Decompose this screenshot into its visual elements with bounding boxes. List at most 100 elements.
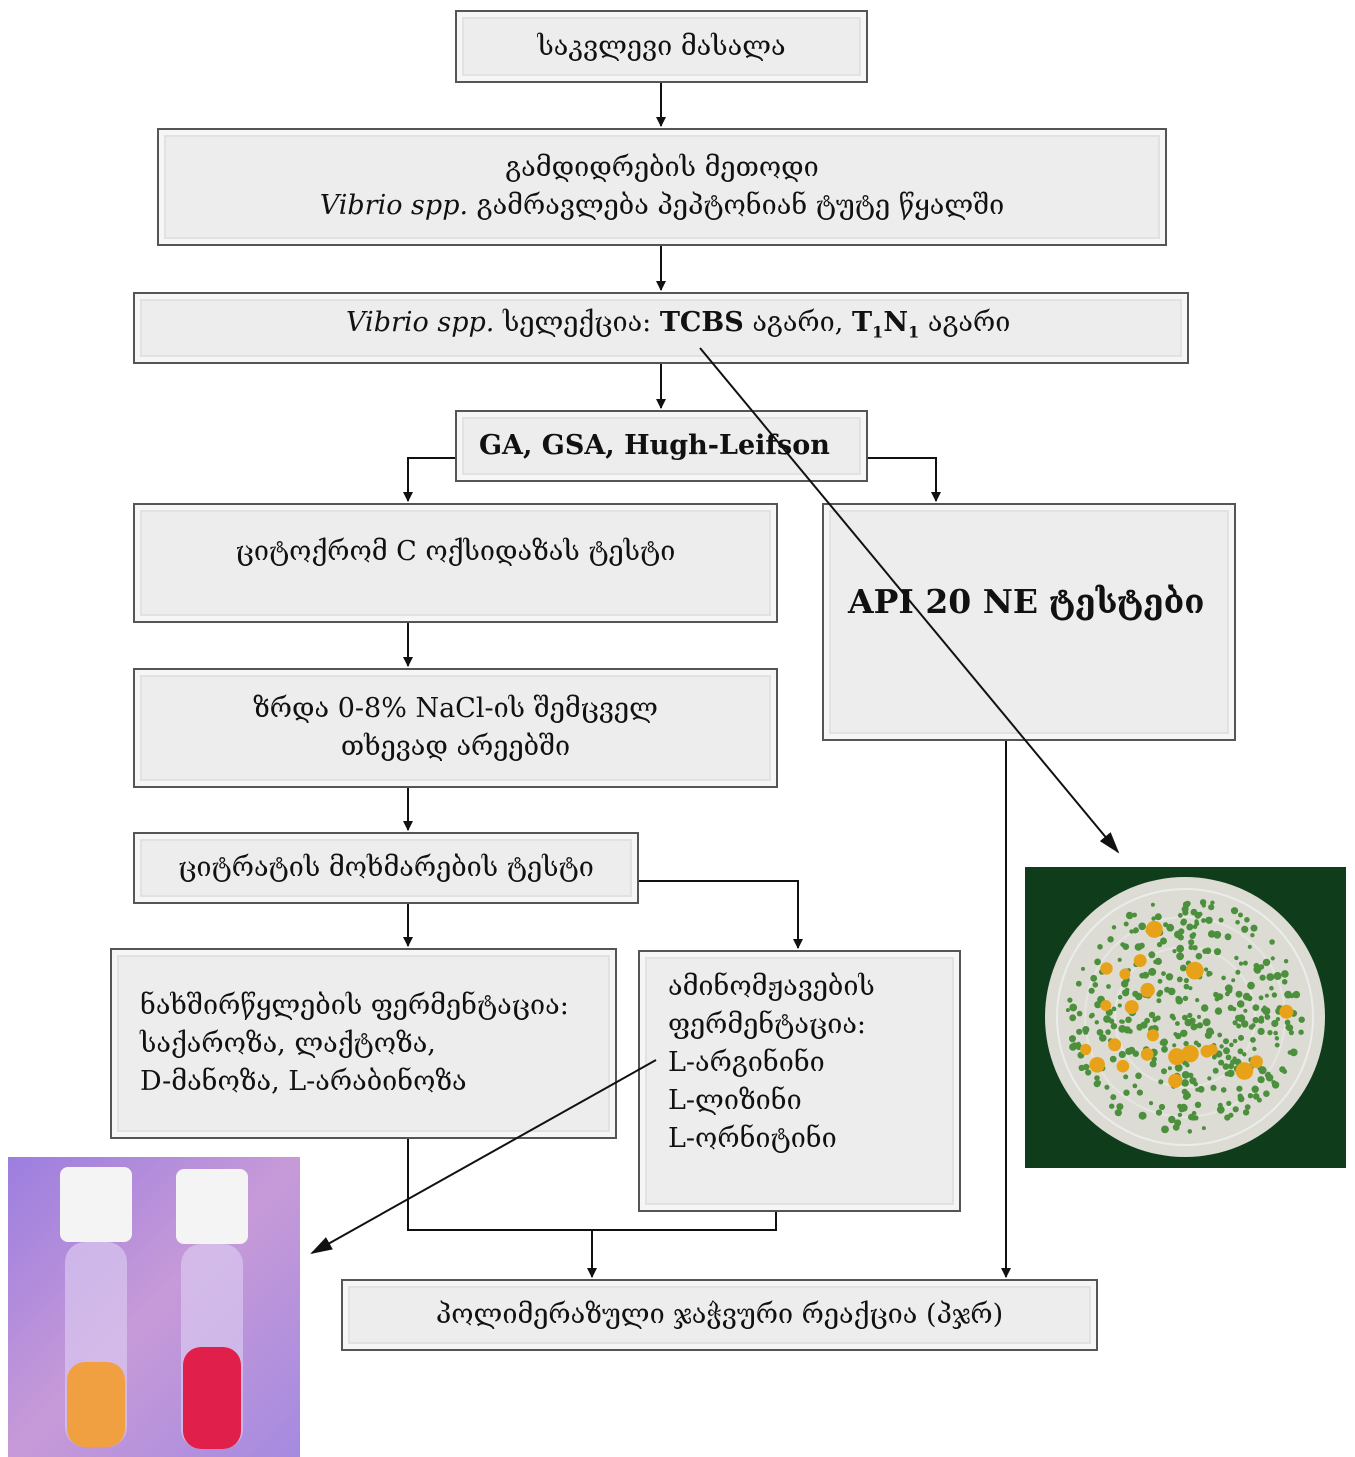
colony-green xyxy=(1204,967,1209,972)
colony-green xyxy=(1231,978,1236,983)
colony-green xyxy=(1210,900,1215,905)
colony-green xyxy=(1257,1027,1265,1035)
colony-green xyxy=(1189,933,1196,939)
colony-yellow xyxy=(1116,1059,1130,1073)
pointer-tcbs-plate xyxy=(699,347,1120,854)
colony-green xyxy=(1167,987,1176,996)
colony-green xyxy=(1298,1016,1305,1023)
colony-green xyxy=(1136,1089,1143,1096)
colony-green xyxy=(1121,980,1129,988)
colony-green xyxy=(1114,1109,1122,1117)
colony-green xyxy=(1288,1030,1294,1036)
colony-green xyxy=(1065,1008,1070,1013)
colony-yellow xyxy=(1108,1038,1122,1052)
colony-green xyxy=(1182,995,1189,1002)
colony-green xyxy=(1221,975,1226,981)
colony-green xyxy=(1138,922,1146,931)
colony-green xyxy=(1076,1010,1083,1017)
colony-yellow xyxy=(1168,1073,1183,1088)
colony-green xyxy=(1223,1038,1229,1045)
colony-green xyxy=(1173,1032,1178,1037)
colony-green xyxy=(1167,1066,1172,1071)
colony-green xyxy=(1175,1021,1180,1026)
colony-green xyxy=(1110,1023,1118,1030)
colony-green xyxy=(1223,1047,1230,1055)
box-carbohydrates: ნახშირწყლების ფერმენტაცია: საქაროზა, ლაქ… xyxy=(110,948,617,1139)
colony-green xyxy=(1212,1054,1217,1060)
colony-green xyxy=(1094,1075,1100,1081)
colony-green xyxy=(1271,1081,1280,1089)
colony-yellow xyxy=(1140,982,1155,998)
colony-green xyxy=(1225,1054,1232,1061)
colony-yellow xyxy=(1133,954,1147,968)
colony-green xyxy=(1232,1020,1238,1026)
colony-green xyxy=(1105,1029,1111,1035)
colony-green xyxy=(1204,947,1212,955)
colony-green xyxy=(1236,1023,1242,1029)
colony-green xyxy=(1117,1003,1122,1008)
colony-green xyxy=(1202,1018,1211,1027)
colony-yellow xyxy=(1100,962,1113,975)
colony-green xyxy=(1235,969,1241,975)
colony-green xyxy=(1161,971,1166,976)
colony-green xyxy=(1176,952,1184,961)
colony-green xyxy=(1290,994,1295,999)
colony-green xyxy=(1187,1129,1193,1134)
oxidase-label: ციტოქრომ C ოქსიდაზას ტესტი xyxy=(235,536,676,567)
colony-green xyxy=(1132,1050,1139,1057)
colony-green xyxy=(1262,1005,1267,1010)
aminoacids-line4: L-ლიზინი xyxy=(668,1085,802,1116)
colony-green xyxy=(1135,1072,1142,1080)
colony-green xyxy=(1267,1030,1273,1036)
colony-green xyxy=(1226,1100,1232,1106)
colony-green xyxy=(1242,1109,1250,1116)
colony-green xyxy=(1243,1008,1248,1013)
colony-green xyxy=(1265,1073,1274,1082)
colony-green xyxy=(1125,1016,1132,1024)
colony-green xyxy=(1189,1017,1196,1024)
colony-green xyxy=(1274,1036,1280,1041)
colony-green xyxy=(1107,936,1114,943)
colony-green xyxy=(1201,1126,1206,1131)
colony-green xyxy=(1081,966,1085,971)
colony-green xyxy=(1176,976,1183,983)
colony-green xyxy=(1075,980,1082,987)
colony-green xyxy=(1193,1081,1198,1087)
colony-green xyxy=(1188,1113,1195,1121)
colony-green xyxy=(1076,1028,1083,1035)
colony-green xyxy=(1208,971,1213,976)
colony-green xyxy=(1207,1076,1212,1081)
colony-green xyxy=(1197,1014,1201,1019)
colony-green xyxy=(1183,977,1189,984)
colony-green xyxy=(1154,913,1162,921)
colony-green xyxy=(1193,1115,1199,1121)
selection-label: სელექცია: xyxy=(494,307,660,339)
colony-green xyxy=(1287,1050,1293,1055)
colony-yellow xyxy=(1168,1048,1186,1066)
colony-green xyxy=(1241,1020,1249,1028)
colony-green xyxy=(1085,1069,1092,1076)
colony-green xyxy=(1184,1090,1190,1096)
colony-green xyxy=(1289,1048,1298,1057)
colony-green xyxy=(1247,1093,1254,1099)
arrow-media-api xyxy=(868,457,941,502)
colony-green xyxy=(1252,1093,1260,1100)
colony-green xyxy=(1251,1085,1259,1093)
colony-green xyxy=(1207,930,1216,938)
enrichment-line2: Vibrio spp. გამრავლება პეპტონიან ტუტე წყ… xyxy=(320,187,1005,225)
colony-green xyxy=(1109,1055,1117,1063)
colony-green xyxy=(1192,924,1198,929)
box-growth: ზრდა 0-8% NaCl-ის შემცველ თხევად არეებში xyxy=(133,668,778,788)
colony-green xyxy=(1241,925,1249,933)
colony-green xyxy=(1253,966,1262,974)
colony-yellow xyxy=(1140,1048,1154,1061)
colony-green xyxy=(1067,997,1073,1003)
colony-green xyxy=(1122,943,1130,950)
colony-green xyxy=(1071,1042,1079,1049)
colony-green xyxy=(1188,1072,1194,1078)
colony-green xyxy=(1238,1034,1244,1041)
colony-green xyxy=(1069,1037,1076,1043)
box-sample: საკვლევი მასალა xyxy=(455,10,868,83)
colony-green xyxy=(1148,951,1156,959)
selection-agar2: აგარი xyxy=(919,307,1011,339)
